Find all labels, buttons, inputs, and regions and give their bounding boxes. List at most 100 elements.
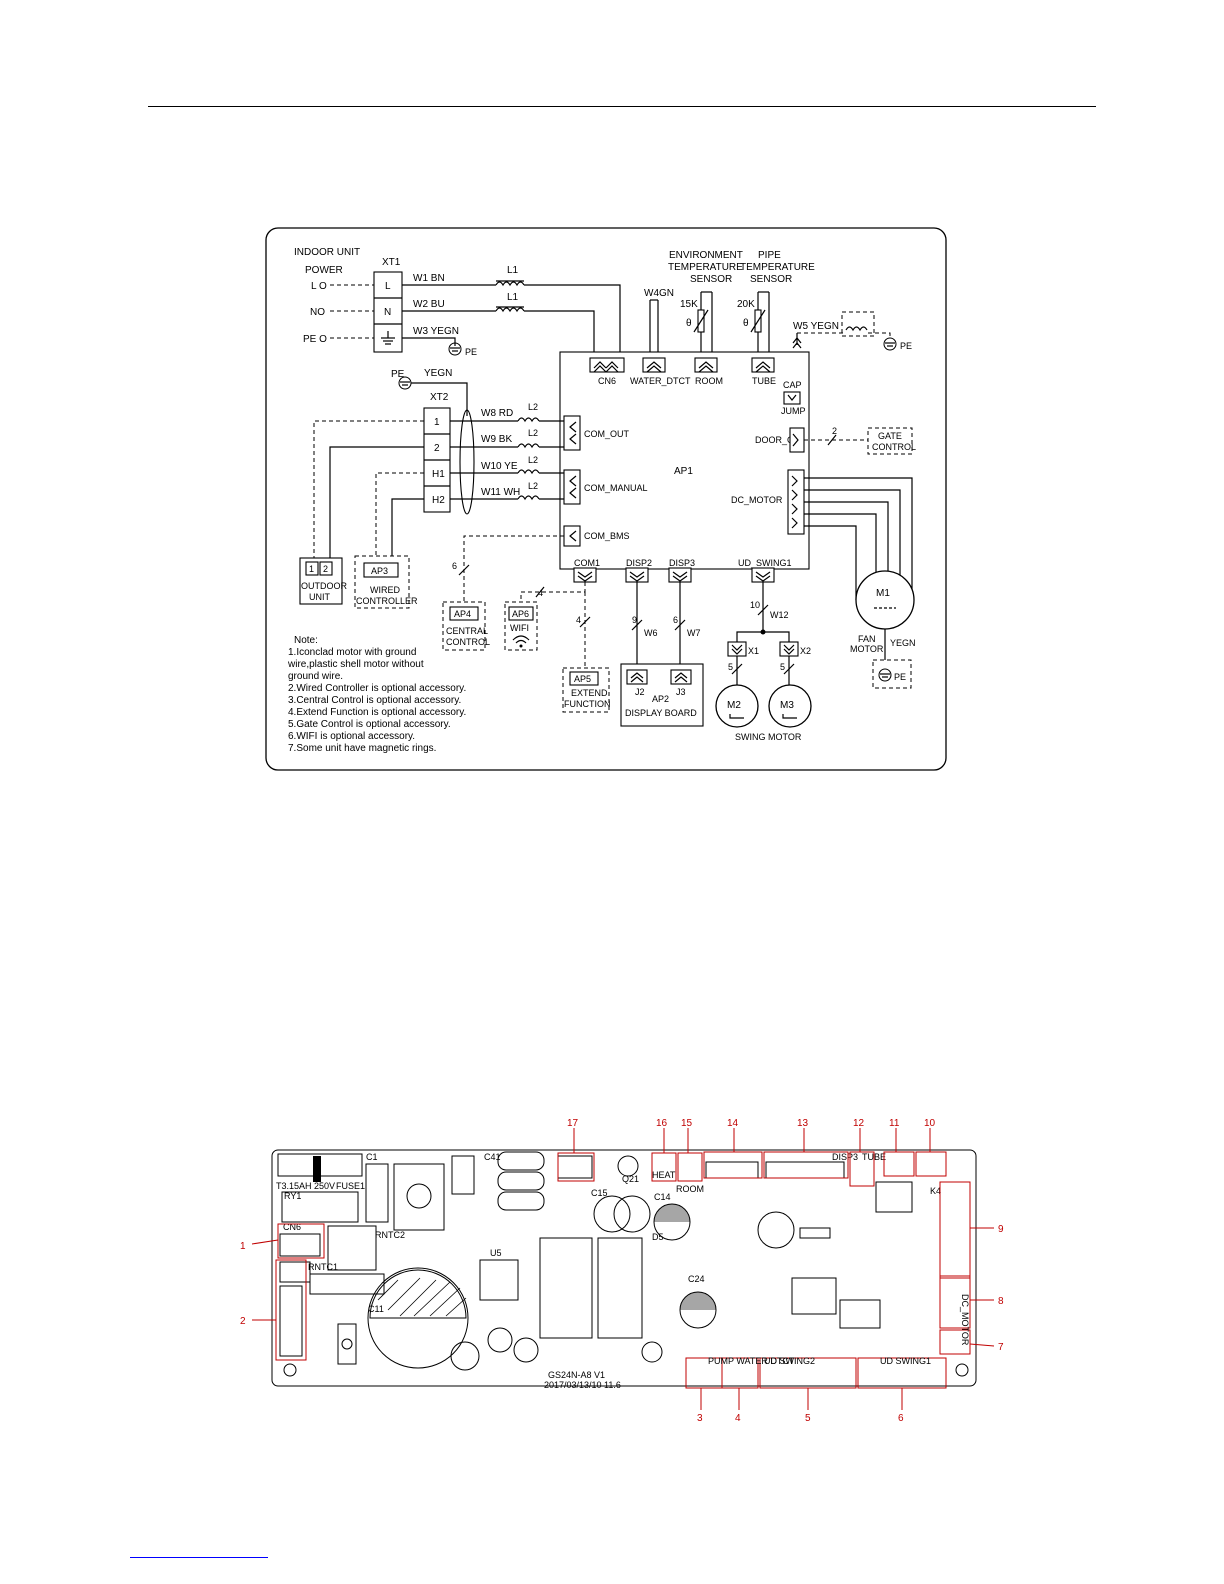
disp3-label: DISP3 [669, 558, 695, 568]
ap3-label: AP3 [371, 566, 388, 576]
fan-motor-m1 [855, 570, 915, 630]
wire-w3-label: W3 YEGN [413, 326, 459, 337]
water-dtct-label: WATER_DTCT [630, 376, 691, 386]
count-com-bms: 6 [452, 561, 457, 571]
env-sensor-line1: ENVIRONMENT [669, 250, 743, 261]
note-6: 6.WIFI is optional accessory. [288, 731, 415, 742]
l2-label-2: L2 [528, 428, 538, 438]
wire-w9-label: W9 BK [481, 434, 512, 445]
inductor-l1 [495, 281, 525, 287]
power-label: POWER [305, 265, 343, 276]
w6-label: W6 [644, 628, 658, 638]
room-connector [694, 357, 718, 373]
disp2-connector [625, 567, 649, 583]
central-label-1: CENTRAL [446, 626, 488, 636]
note-7: 7.Some unit have magnetic rings. [288, 743, 436, 754]
extend-label-1: EXTEND [571, 688, 608, 698]
cap-label: CAP [783, 380, 802, 390]
inductor-l1-label: L1 [507, 265, 519, 276]
w7-label: W7 [687, 628, 701, 638]
central-label-2: CONTROL [446, 637, 490, 647]
outdoor-term-1: 1 [309, 564, 314, 574]
swing-motor-m3 [768, 684, 812, 728]
env-sensor-line3: SENSOR [690, 274, 732, 285]
swing-motor-label: SWING MOTOR [735, 732, 802, 742]
dc-motor-label: DC_MOTOR [731, 495, 783, 505]
gate-label-1: GATE [878, 431, 902, 441]
outdoor-term-2: 2 [323, 564, 328, 574]
note-5: 5.Gate Control is optional accessory. [288, 719, 451, 730]
shield-ring [459, 409, 475, 515]
wire-w11-label: W11 WH [481, 487, 520, 498]
jump-label: JUMP [781, 406, 806, 416]
wired-ctrl-label-2: CONTROLLER [356, 596, 418, 606]
pe-label-2: PE [900, 341, 912, 351]
door-c-label: DOOR_C [755, 435, 794, 445]
count-x1: 5 [728, 662, 733, 672]
com-manual-label: COM_MANUAL [584, 483, 648, 493]
ap6-label: AP6 [512, 609, 529, 619]
m2-label: M2 [727, 700, 741, 711]
note-1a: 1.Iconclad motor with ground [288, 647, 416, 658]
xt1-term-l: L [385, 281, 391, 292]
com-out-label: COM_OUT [584, 429, 630, 439]
inductor-l3-box [841, 311, 875, 337]
fan-motor-label-1: FAN [858, 634, 876, 644]
diagram-frame [265, 227, 947, 771]
wire-w8-label: W8 RD [481, 408, 513, 419]
display-board-label: DISPLAY BOARD [625, 708, 697, 718]
outdoor-label-2: UNIT [309, 592, 330, 602]
count-disp3: 6 [673, 615, 678, 625]
door-c-connector [789, 427, 805, 453]
ground-pe-icon [398, 376, 412, 390]
w12-label: W12 [770, 610, 789, 620]
xt2-term-h1: H1 [432, 469, 445, 480]
com-manual-connector [563, 469, 581, 505]
env-sensor-line2: TEMPERATURE [668, 262, 743, 273]
l2-label-4: L2 [528, 481, 538, 491]
power-input-n: NO [310, 307, 325, 318]
res-20k-label: 20K [737, 299, 755, 310]
m1-label: M1 [876, 588, 890, 599]
ground-icon [381, 331, 395, 345]
cn6-label: CN6 [598, 376, 616, 386]
xt1-term-n: N [384, 307, 391, 318]
yegn-label-2: YEGN [890, 638, 916, 648]
wifi-icon [512, 635, 530, 648]
door-c-count: 2 [832, 426, 837, 436]
power-input-l: L O [311, 281, 327, 292]
wire-w1-label: W1 BN [413, 273, 445, 284]
pe-label-3: PE [391, 369, 405, 380]
pipe-sensor-line2: TEMPERATURE [740, 262, 815, 273]
note-1c: ground wire. [288, 671, 343, 682]
x2-label: X2 [800, 646, 811, 656]
ud-swing1-label: UD_SWING1 [738, 558, 792, 568]
tube-label: TUBE [752, 376, 776, 386]
note-1b: wire,plastic shell motor without [287, 659, 424, 670]
inductor-l1b-label: L1 [507, 292, 519, 303]
count-x2: 5 [780, 662, 785, 672]
disp2-label: DISP2 [626, 558, 652, 568]
tube-connector [751, 357, 775, 373]
ap4-label: AP4 [454, 609, 471, 619]
ap5-label: AP5 [574, 674, 591, 684]
note-4: 4.Extend Function is optional accessory. [288, 707, 466, 718]
x1-label: X1 [748, 646, 759, 656]
count-extend: 4 [576, 615, 581, 625]
disp3-connector [668, 567, 692, 583]
indoor-unit-label: INDOOR UNIT [294, 247, 360, 258]
ground-pe-icon [878, 668, 892, 682]
l2-label-3: L2 [528, 455, 538, 465]
ap1-main-board [559, 351, 810, 570]
footer-link-rule [130, 1557, 268, 1558]
xt2-term-1: 1 [434, 417, 440, 428]
dc-motor-connector [787, 469, 805, 535]
j2-label: J2 [635, 687, 645, 697]
com-bms-connector [563, 525, 581, 547]
wired-ctrl-label-1: WIRED [370, 585, 400, 595]
water-dtct-connector [642, 357, 666, 373]
theta-1: θ [686, 318, 692, 329]
xt1-terminal-block [373, 271, 403, 353]
com-out-connector [563, 415, 581, 451]
wire-w10-label: W10 YE [481, 461, 518, 472]
